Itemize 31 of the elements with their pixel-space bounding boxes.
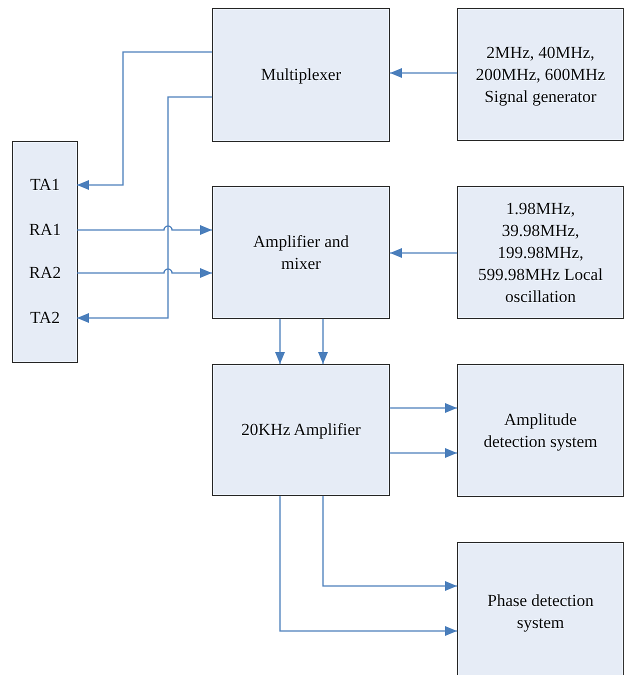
arrow: [390, 248, 457, 258]
process-box: [457, 542, 624, 675]
arrow: [275, 319, 285, 364]
process-box: [212, 8, 390, 142]
port-label: TA2: [30, 307, 60, 329]
arrow: [77, 268, 212, 278]
process-box: [212, 364, 390, 496]
box-label: Amplifier and mixer: [252, 230, 350, 274]
box-label: Multiplexer: [260, 64, 342, 86]
arrow: [77, 96, 212, 323]
port-label: RA2: [28, 262, 62, 284]
arrow: [390, 68, 457, 78]
process-box: [457, 364, 624, 497]
arrow: [322, 496, 457, 591]
box-label: Amplitude detection system: [482, 408, 598, 452]
arrow: [390, 403, 457, 413]
port-label: TA1: [30, 174, 60, 196]
arrow: [318, 319, 328, 364]
arrow: [77, 225, 212, 235]
box-label: 20KHz Amplifier: [241, 419, 361, 441]
box-label: 1.98MHz, 39.98MHz, 199.98MHz, 599.98MHz Local oscillation: [477, 198, 604, 308]
process-box: [457, 186, 624, 319]
arrow: [77, 51, 212, 190]
box-label: 2MHz, 40MHz, 200MHz, 600MHz Signal generator: [474, 42, 606, 108]
arrow: [279, 496, 457, 636]
port-label: RA1: [28, 219, 62, 241]
process-box: [212, 186, 390, 319]
box-label: Phase detection system: [486, 590, 595, 634]
antenna-port-panel: [12, 141, 78, 363]
process-box: [457, 8, 624, 141]
arrow: [390, 448, 457, 458]
